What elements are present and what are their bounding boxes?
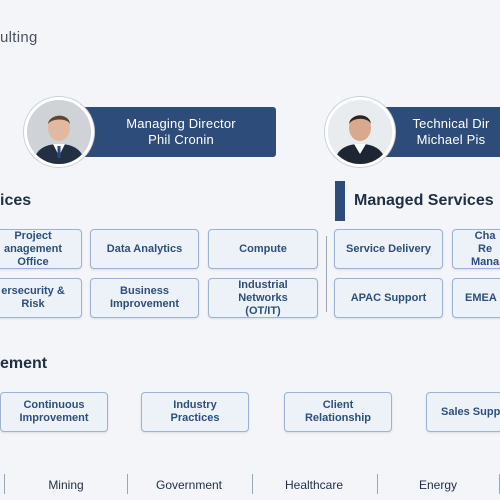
card-change-release-management: Cha Re Mana — [452, 229, 500, 269]
sector-divider — [127, 474, 128, 494]
sector-healthcare: Healthcare — [284, 478, 344, 492]
managed-services-accent-bar — [335, 181, 345, 221]
sector-mining: Mining — [48, 478, 84, 492]
card-client-relationship: Client Relationship — [284, 392, 392, 432]
card-emea-support: EMEA — [452, 278, 500, 318]
sector-divider — [4, 474, 5, 494]
portrait-icon-michael — [325, 97, 395, 167]
leader-role: Managing Director — [126, 116, 236, 131]
sector-energy: Energy — [418, 478, 458, 492]
company-name-text: ulting — [0, 29, 38, 46]
card-sales-support: Sales Supp — [426, 392, 500, 432]
card-apac-support: APAC Support — [334, 278, 443, 318]
card-compute: Compute — [208, 229, 318, 269]
leader-name: Michael Pis — [416, 132, 486, 147]
engagement-section-title: ement — [0, 355, 48, 372]
card-business-improvement: Business Improvement — [90, 278, 199, 318]
card-service-delivery: Service Delivery — [334, 229, 443, 269]
leader-managing-director: Managing Director Phil Cronin — [72, 107, 276, 157]
leader-technical-director: Technical Dir Michael Pis — [374, 107, 500, 157]
leader-role: Technical Dir — [412, 116, 490, 131]
sector-government: Government — [155, 478, 223, 492]
sector-divider — [377, 474, 378, 494]
card-data-analytics: Data Analytics — [90, 229, 199, 269]
section-divider — [326, 236, 327, 312]
managed-services-section-title: Managed Services — [354, 192, 494, 209]
sector-divider — [252, 474, 253, 494]
card-industry-practices: Industry Practices — [141, 392, 249, 432]
card-project-management-office: Project anagement Office — [0, 229, 82, 269]
card-continuous-improvement: Continuous Improvement — [0, 392, 108, 432]
leader-name: Phil Cronin — [148, 132, 214, 147]
card-industrial-networks: Industrial Networks (OT/IT) — [208, 278, 318, 318]
portrait-icon-phil — [24, 97, 94, 167]
card-cybersecurity-risk: ersecurity & Risk — [0, 278, 82, 318]
services-section-title: ices — [0, 192, 32, 209]
